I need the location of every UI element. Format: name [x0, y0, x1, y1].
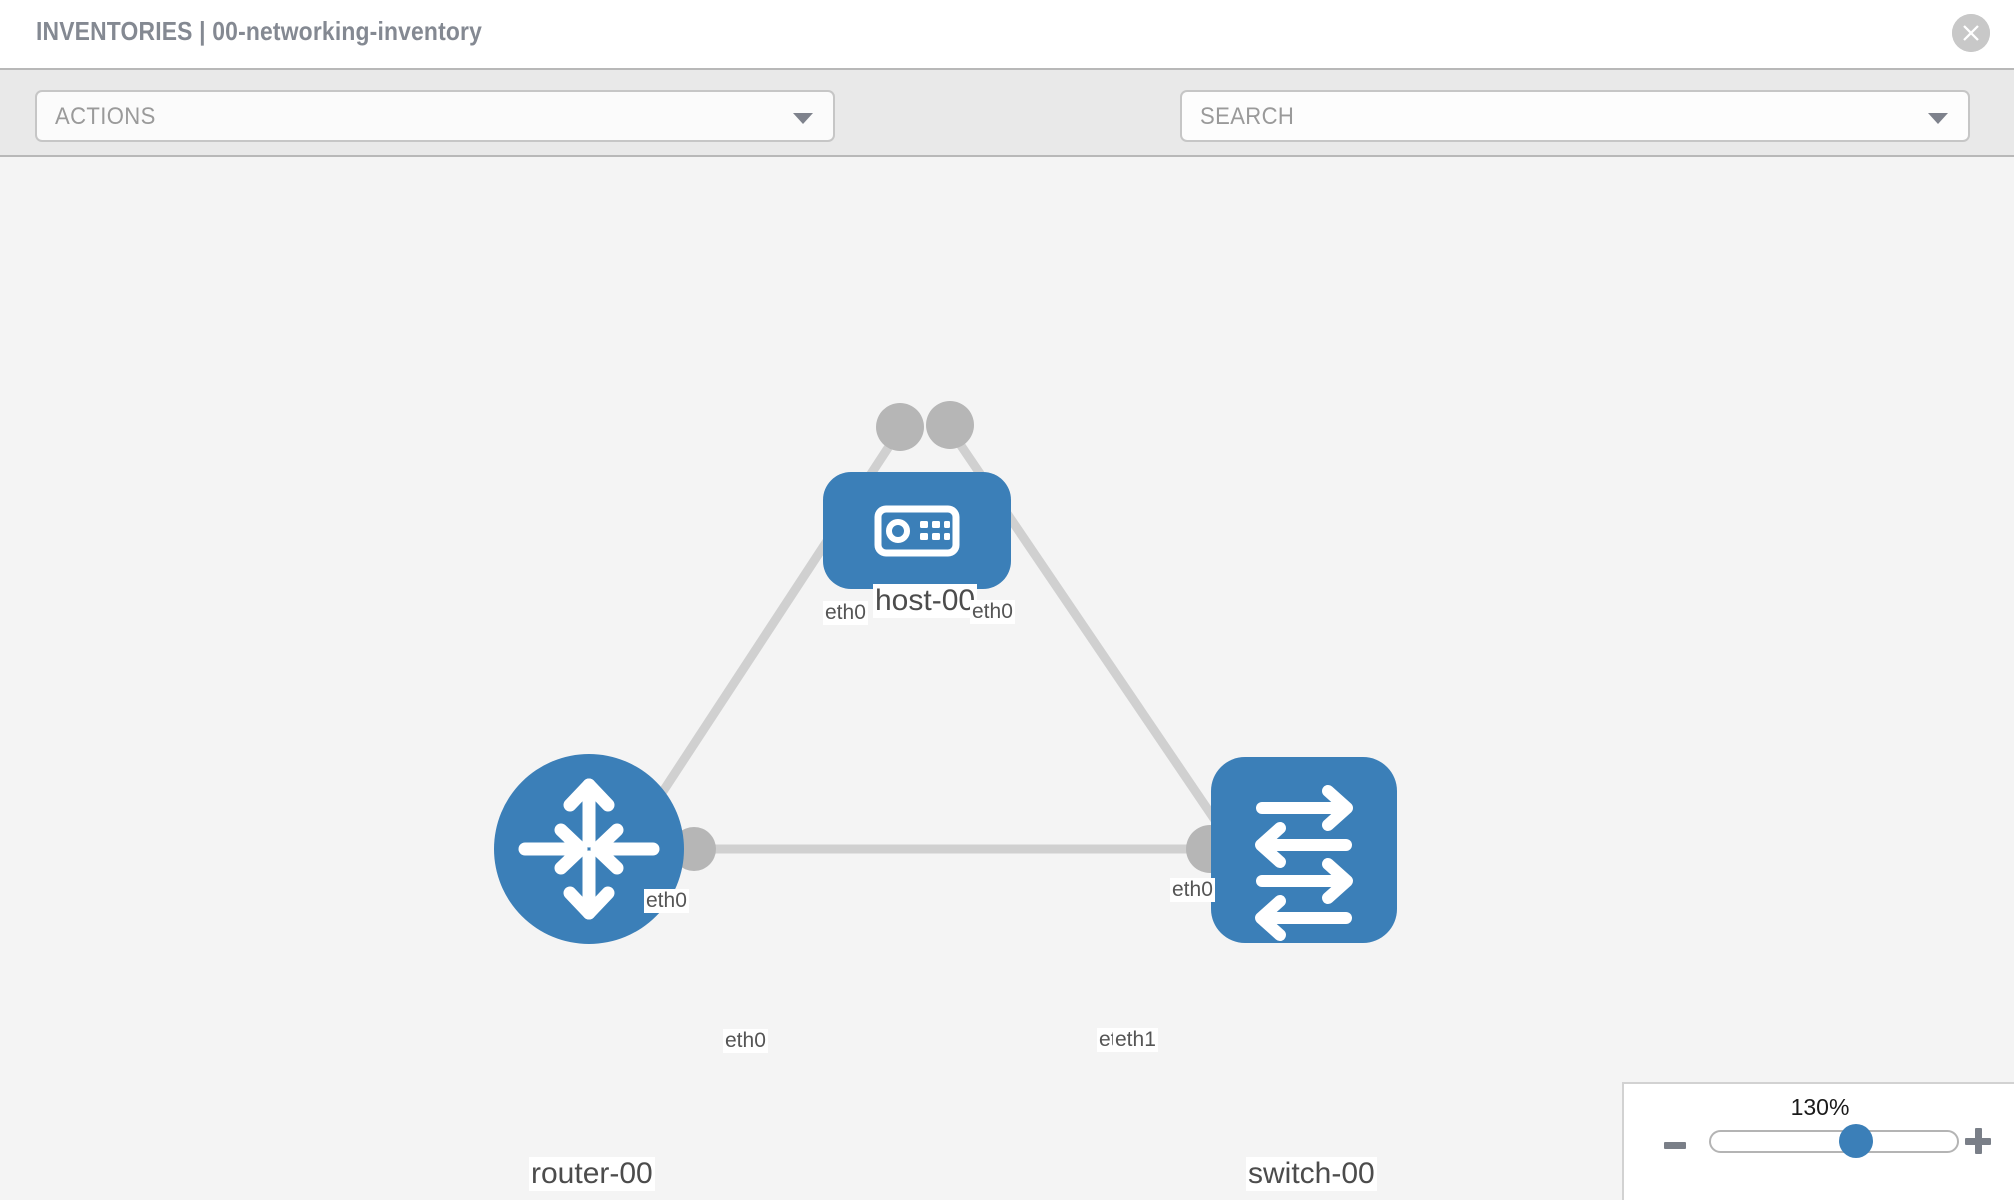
port-host-left	[876, 403, 924, 451]
topology-canvas[interactable]: host-00 router-00 switch-00 eth0 eth0 et…	[0, 157, 2014, 1200]
search-input[interactable]: SEARCH	[1180, 90, 1970, 142]
zoom-control-panel: 130%	[1622, 1082, 2014, 1200]
chevron-down-icon[interactable]	[1928, 113, 1948, 124]
zoom-slider-thumb[interactable]	[1838, 1124, 1873, 1158]
node-label-host: host-00	[873, 584, 978, 618]
chevron-down-icon	[793, 113, 813, 124]
iface-label: eth0	[644, 889, 689, 913]
search-placeholder: SEARCH	[1200, 103, 1295, 130]
iface-label: eth0	[823, 601, 868, 625]
topology-graph	[494, 401, 1397, 944]
port-host-right	[926, 401, 974, 449]
actions-dropdown-label: ACTIONS	[55, 103, 156, 130]
page-header: INVENTORIES | 00-networking-inventory	[0, 0, 2014, 68]
close-button[interactable]	[1952, 14, 1990, 52]
zoom-in-button[interactable]	[1965, 1128, 1991, 1154]
node-label-router: router-00	[529, 1157, 655, 1191]
zoom-slider-track[interactable]	[1709, 1130, 1959, 1153]
toolbar: ACTIONS SEARCH	[0, 68, 2014, 198]
node-label-switch: switch-00	[1246, 1157, 1377, 1191]
actions-dropdown[interactable]: ACTIONS	[35, 90, 835, 142]
zoom-level-value: 130%	[1790, 1094, 1850, 1120]
node-router-00[interactable]	[494, 754, 684, 944]
iface-label: eth0	[970, 600, 1015, 624]
close-icon	[1952, 14, 1990, 52]
zoom-out-button[interactable]	[1664, 1142, 1686, 1149]
iface-label: eth0	[723, 1029, 768, 1053]
node-switch-00[interactable]	[1211, 757, 1397, 943]
node-host-00[interactable]	[823, 472, 1011, 589]
iface-label: eth1	[1113, 1028, 1158, 1052]
iface-label: eth0	[1170, 878, 1215, 902]
page-title: INVENTORIES | 00-networking-inventory	[36, 16, 483, 46]
